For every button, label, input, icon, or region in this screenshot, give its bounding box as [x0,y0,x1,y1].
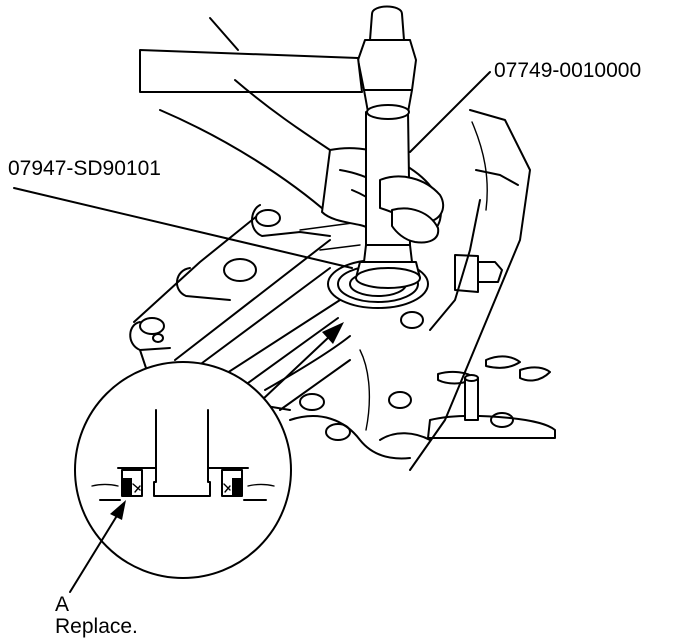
driver-part-number-label: 07749-0010000 [494,59,642,82]
detail-arrow-icon [261,322,344,401]
hammer-and-hand-icon [139,5,445,289]
seal-callout-letter: A [55,593,70,616]
transmission-housing [129,109,556,471]
attachment-part-number-label: 07947-SD90101 [8,157,161,180]
seal-callout-note: Replace. [55,615,138,638]
attachment-leader-line [13,187,353,269]
seal-detail-view [74,361,292,579]
seal-arrow-icon [69,500,126,593]
driver-leader-line [409,71,491,153]
